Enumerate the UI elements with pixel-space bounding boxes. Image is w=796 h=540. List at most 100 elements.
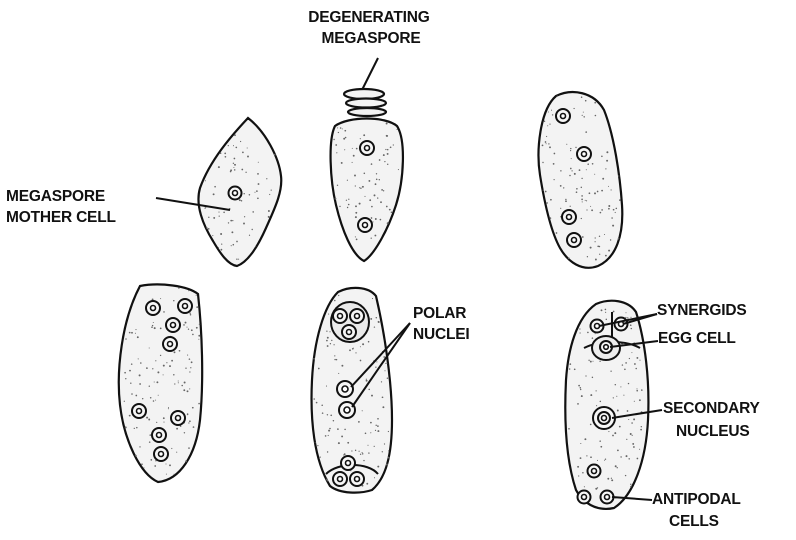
stipple-dot: [614, 432, 616, 434]
stipple-dot: [360, 454, 361, 455]
stipple-dot: [139, 446, 140, 447]
stipple-dot: [366, 379, 367, 380]
stipple-dot: [551, 110, 552, 111]
stipple-dot: [173, 300, 174, 301]
stipple-dot: [223, 212, 225, 214]
stipple-dot: [158, 395, 159, 396]
stipple-dot: [257, 197, 259, 199]
stipple-dot: [393, 144, 394, 145]
stipple-dot: [356, 239, 358, 241]
stipple-dot: [337, 428, 339, 430]
stipple-dot: [374, 194, 376, 196]
antipodal-cells-label: ANTIPODAL CELLS: [652, 491, 744, 530]
stipple-dot: [196, 306, 198, 308]
stipple-dot: [178, 382, 179, 383]
stipple-dot: [190, 367, 191, 368]
stipple-dot: [352, 148, 353, 149]
stipple-dot: [327, 345, 329, 347]
stipple-dot: [355, 450, 356, 451]
stipple-dot: [241, 169, 243, 171]
stipple-dot: [191, 361, 193, 363]
stipple-dot: [192, 334, 194, 336]
stipple-dot: [187, 390, 189, 392]
stipple-dot: [330, 343, 331, 344]
stipple-dot: [580, 389, 581, 390]
stipple-dot: [385, 363, 386, 364]
stipple-dot: [178, 287, 180, 289]
stipple-dot: [160, 355, 161, 356]
stipple-dot: [628, 383, 629, 384]
stipple-dot: [255, 246, 256, 247]
stipple-dot: [135, 333, 136, 334]
stipple-dot: [376, 173, 377, 174]
stipple-dot: [571, 170, 572, 171]
stipple-dot: [626, 439, 627, 440]
stipple-dot: [355, 212, 357, 214]
stipple-dot: [236, 258, 237, 259]
stipple-dot: [590, 394, 592, 396]
stipple-dot: [327, 480, 329, 482]
stipple-dot: [585, 100, 587, 102]
stipple-dot: [338, 373, 339, 374]
stipple-dot: [595, 237, 596, 238]
stipple-dot: [345, 137, 347, 139]
stipple-dot: [257, 173, 259, 175]
stipple-dot: [615, 212, 616, 213]
stipple-dot: [330, 414, 332, 416]
stipple-dot: [176, 428, 178, 430]
stipple-dot: [355, 352, 356, 353]
stipple-dot: [581, 395, 583, 397]
stipple-dot: [347, 442, 349, 444]
stipple-dot: [336, 359, 338, 361]
stipple-dot: [594, 192, 596, 194]
stipple-dot: [637, 458, 639, 460]
stipple-dot: [343, 138, 345, 140]
stipple-dot: [580, 332, 581, 333]
stipple-dot: [218, 247, 219, 248]
stipple-dot: [545, 141, 547, 143]
stipple-dot: [187, 355, 188, 356]
stipple-dot: [359, 187, 360, 188]
stipple-dot: [573, 108, 574, 109]
stipple-dot: [606, 151, 608, 153]
stipple-dot: [613, 397, 614, 398]
stipple-dot: [597, 460, 598, 461]
stipple-dot: [391, 211, 393, 213]
stipple-dot: [556, 232, 558, 234]
stipple-dot: [545, 191, 547, 193]
stipple-dot: [360, 360, 362, 362]
stipple-dot: [344, 130, 346, 132]
stipple-dot: [331, 340, 332, 341]
stipple-dot: [594, 102, 596, 104]
stipple-dot: [547, 125, 548, 126]
stipple-dot: [196, 327, 198, 329]
stipple-dot: [375, 430, 376, 431]
stipple-dot: [611, 479, 613, 481]
stipple-dot: [352, 348, 354, 350]
stipple-dot: [587, 163, 589, 165]
stipple-dot: [616, 208, 618, 210]
stipple-dot: [338, 295, 339, 296]
stipple-dot: [546, 136, 547, 137]
stipple-dot: [581, 178, 582, 179]
stipple-dot: [327, 451, 328, 452]
stipple-dot: [321, 405, 323, 407]
stipple-dot: [189, 358, 191, 360]
mmc-nucleolus: [233, 191, 238, 196]
stipple-dot: [632, 443, 634, 445]
stipple-dot: [570, 168, 572, 170]
stipple-dot: [320, 456, 321, 457]
stipple-dot: [235, 147, 237, 149]
stipple-dot: [586, 209, 587, 210]
stipple-dot: [601, 209, 603, 211]
stipple-dot: [268, 216, 270, 218]
stipple-dot: [574, 173, 576, 175]
stipple-dot: [375, 425, 376, 426]
stipple-dot: [347, 207, 348, 208]
stipple-dot: [605, 312, 606, 313]
stipple-dot: [154, 465, 156, 467]
stipple-dot: [342, 128, 343, 129]
stipple-dot: [353, 155, 355, 157]
stipple-dot: [607, 478, 609, 480]
stipple-dot: [368, 389, 370, 391]
